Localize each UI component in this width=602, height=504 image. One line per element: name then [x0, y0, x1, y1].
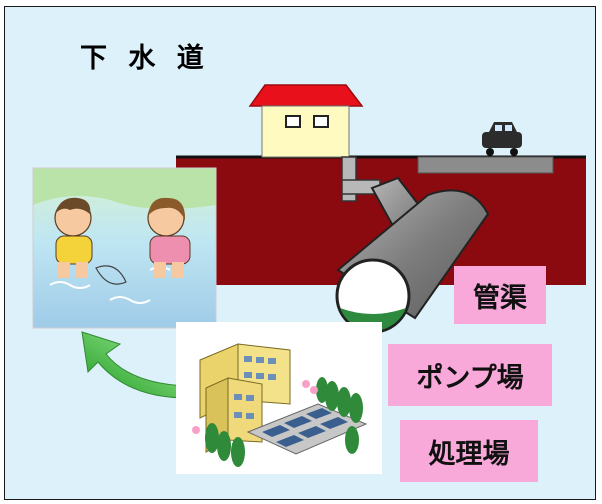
house-icon — [248, 84, 364, 158]
page-title: 下 水 道 — [80, 43, 210, 74]
pump-station-label: ポンプ場 — [388, 344, 552, 406]
sewer-pipe — [335, 176, 490, 334]
road — [417, 156, 554, 174]
children-river-picture — [32, 167, 217, 329]
pipe-label: 管渠 — [454, 266, 546, 324]
treatment-plant-picture — [176, 322, 382, 474]
flow-arrow-green — [81, 331, 189, 399]
treatment-plant-label: 処理場 — [400, 420, 538, 482]
car-icon — [482, 122, 522, 156]
